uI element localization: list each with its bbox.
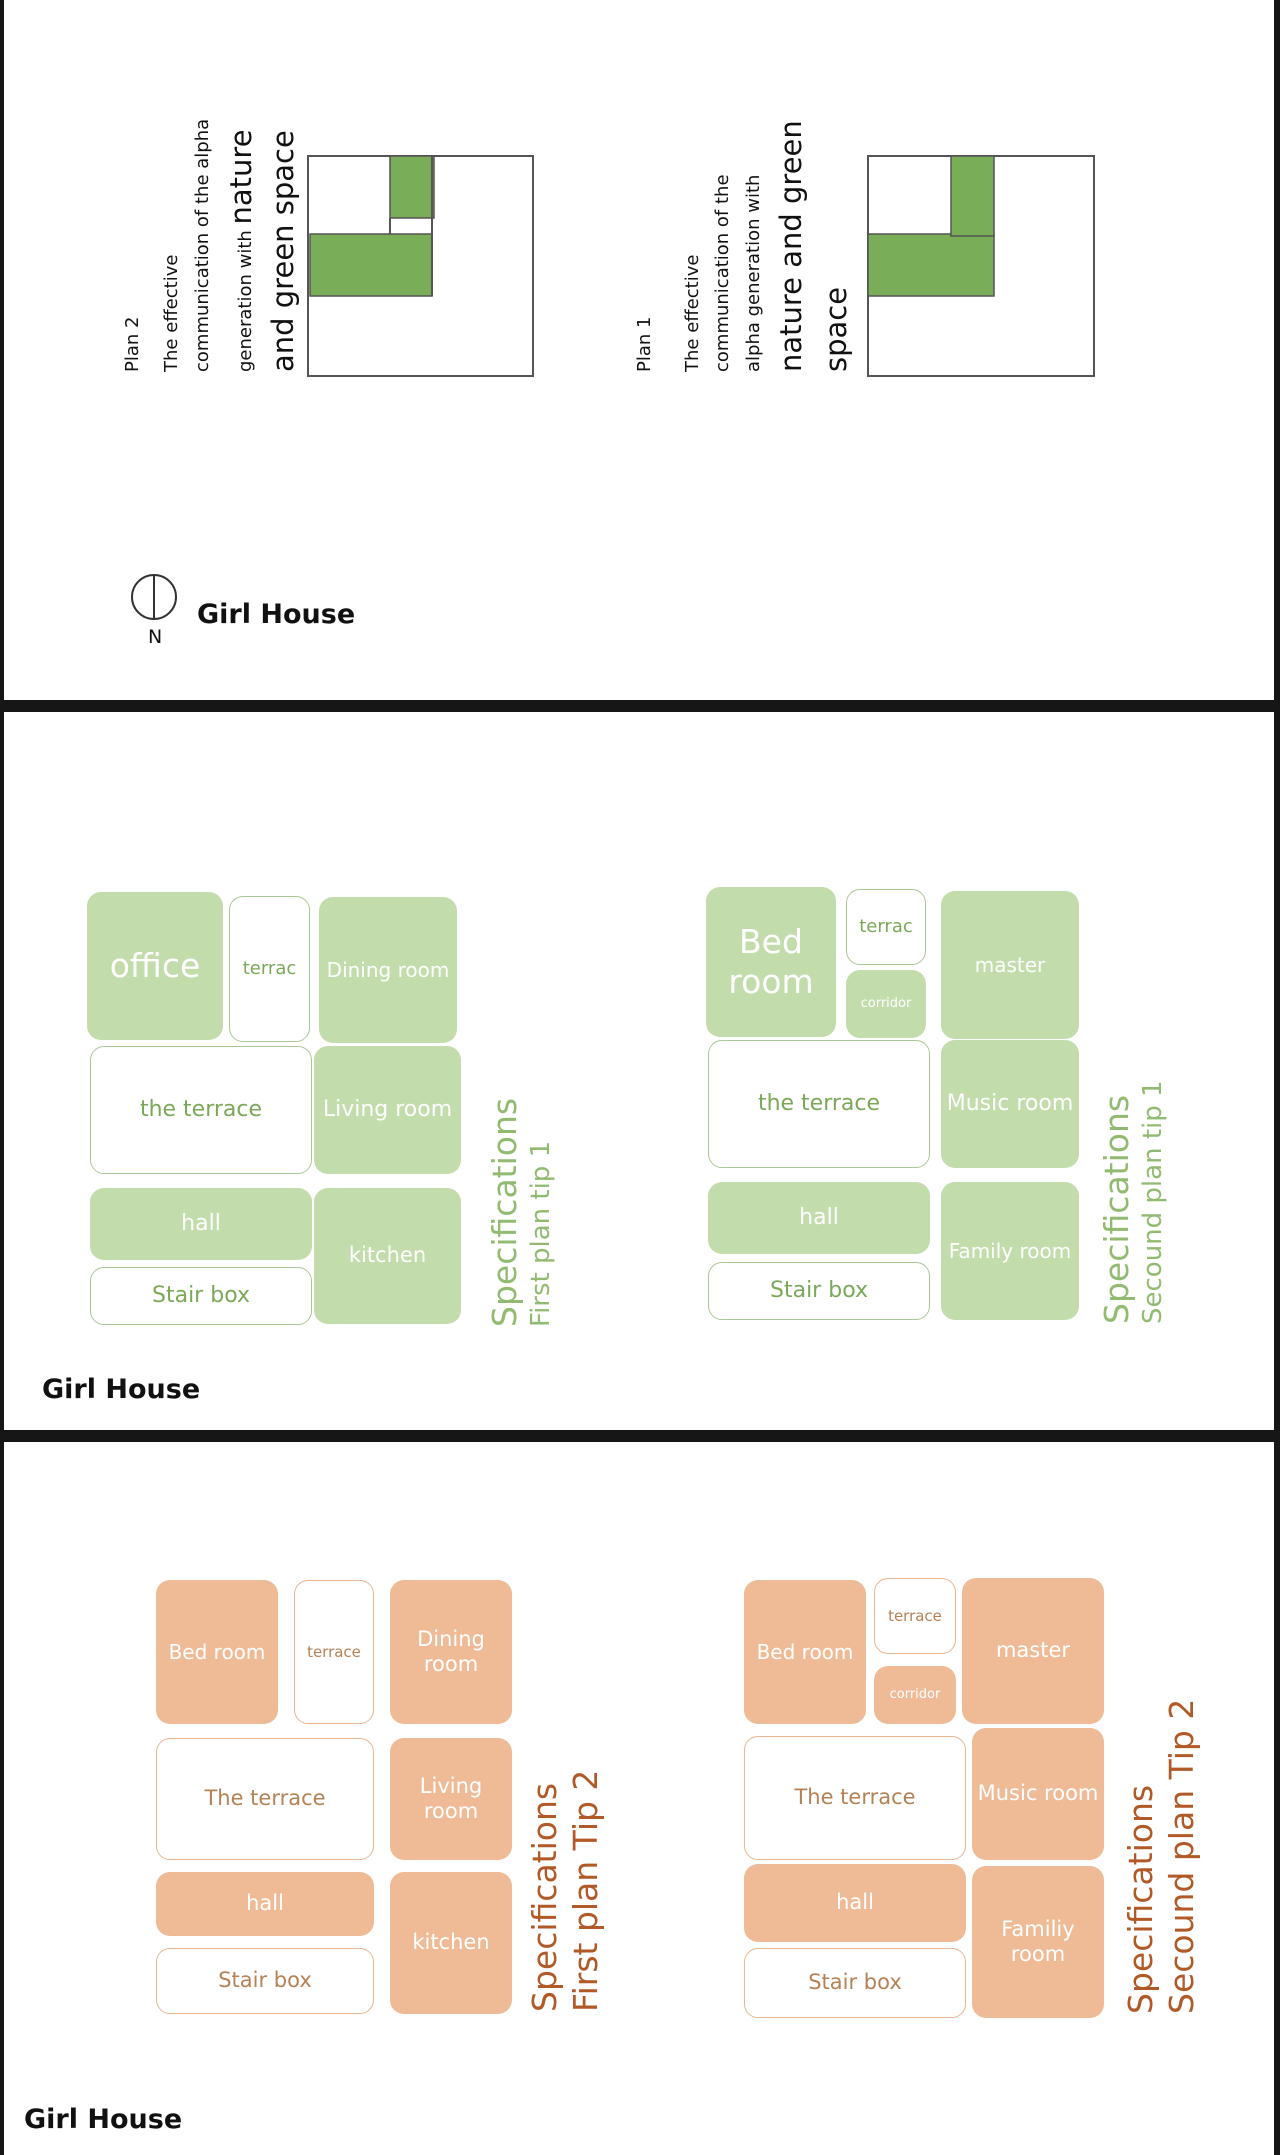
spec-first-plan-tip2: Specifications First plan Tip 2: [524, 1770, 607, 2012]
room-the-terrace: the terrace: [90, 1046, 312, 1174]
room-family: Familiy room: [972, 1866, 1104, 2018]
room-hall: hall: [90, 1188, 312, 1260]
panel3-title: Girl House: [24, 2104, 183, 2135]
room-stair-box: Stair box: [90, 1267, 312, 1325]
room-the-terrace: the terrace: [708, 1040, 930, 1168]
plan2-label: Plan 2: [122, 316, 143, 372]
room-hall: hall: [156, 1872, 374, 1936]
room-master: master: [962, 1578, 1104, 1724]
spec-title: Specifications: [1097, 1094, 1136, 1324]
room-terrace: terrace: [874, 1578, 956, 1654]
room-living: Living room: [314, 1046, 461, 1174]
panel1-title: Girl House: [197, 599, 356, 630]
plan1-green-horizontal: [867, 233, 995, 297]
room-terrac: terrac: [229, 896, 310, 1042]
plan2-caption-line1: The effective: [161, 254, 182, 372]
room-bed: Bed room: [706, 887, 836, 1037]
panel-tip2-plans: Bed room terrace Dining room The terrace…: [4, 1442, 1274, 2155]
room-master: master: [941, 891, 1079, 1039]
spec-subtitle: First plan Tip 2: [566, 1769, 606, 2012]
room-dining: Dining room: [319, 897, 457, 1043]
panel2-title: Girl House: [42, 1374, 201, 1405]
room-kitchen: kitchen: [314, 1188, 461, 1324]
spec-subtitle: First plan tip 1: [526, 1140, 557, 1327]
spec-subtitle: Secound plan Tip 2: [1162, 1698, 1202, 2014]
room-the-terrace: The terrace: [156, 1738, 374, 1860]
spec-secound-plan-tip1: Specifications Secound plan tip 1: [1096, 1080, 1170, 1324]
plan1-diagram: [867, 155, 1095, 377]
plan2-caption-line3b: nature: [224, 129, 258, 225]
plan2-caption-line3a: generation with: [235, 224, 256, 372]
compass-north-label: N: [148, 626, 163, 648]
room-family: Family room: [941, 1182, 1079, 1320]
room-music: Music room: [941, 1040, 1079, 1168]
room-stair-box: Stair box: [744, 1948, 966, 2018]
room-stair-box: Stair box: [156, 1948, 374, 2014]
room-terrace: terrace: [294, 1580, 374, 1724]
spec-secound-plan-tip2: Specifications Secound plan Tip 2: [1120, 1699, 1203, 2014]
room-bed: Bed room: [156, 1580, 278, 1724]
plan2-caption-line4: and green space: [266, 130, 300, 372]
spec-first-plan-tip1: Specifications First plan tip 1: [484, 1098, 558, 1327]
room-hall: hall: [708, 1182, 930, 1254]
plan1-label: Plan 1: [634, 316, 655, 372]
plan1-green-vertical: [950, 155, 995, 237]
plan1-caption-line3: alpha generation with: [743, 174, 764, 372]
spec-subtitle: Secound plan tip 1: [1138, 1080, 1169, 1324]
panel-tip1-plans: office terrac Dining room the terrace Li…: [4, 712, 1274, 1430]
room-corridor: corridor: [846, 970, 926, 1038]
room-stair-box: Stair box: [708, 1262, 930, 1320]
north-arrow-icon: [131, 574, 177, 620]
plan1-caption-line4: nature and green: [774, 120, 808, 372]
room-terrac: terrac: [846, 889, 926, 965]
plan2-green-vertical: [389, 155, 435, 219]
room-bed: Bed room: [744, 1580, 866, 1724]
spec-title: Specifications: [525, 1782, 564, 2012]
panel-site-plans: Plan 2 The effective communication of th…: [4, 0, 1274, 700]
room-office: office: [87, 892, 223, 1040]
room-the-terrace: The terrace: [744, 1736, 966, 1860]
room-hall: hall: [744, 1864, 966, 1942]
room-corridor: corridor: [874, 1666, 956, 1724]
plan1-caption-line5: space: [819, 286, 853, 372]
spec-title: Specifications: [1121, 1784, 1160, 2014]
room-music: Music room: [972, 1728, 1104, 1860]
plan2-caption-line2: communication of the alpha: [192, 118, 213, 372]
room-dining: Dining room: [390, 1580, 512, 1724]
plan1-caption-line1: The effective: [682, 254, 703, 372]
plan1-caption-line2: communication of the: [712, 174, 733, 372]
plan2-green-horizontal: [309, 233, 433, 297]
room-living: Living room: [390, 1738, 512, 1860]
plan2-diagram: [307, 155, 534, 377]
room-kitchen: kitchen: [390, 1872, 512, 2014]
spec-title: Specifications: [485, 1097, 524, 1327]
plan2-caption-line3: generation with nature: [224, 129, 258, 372]
